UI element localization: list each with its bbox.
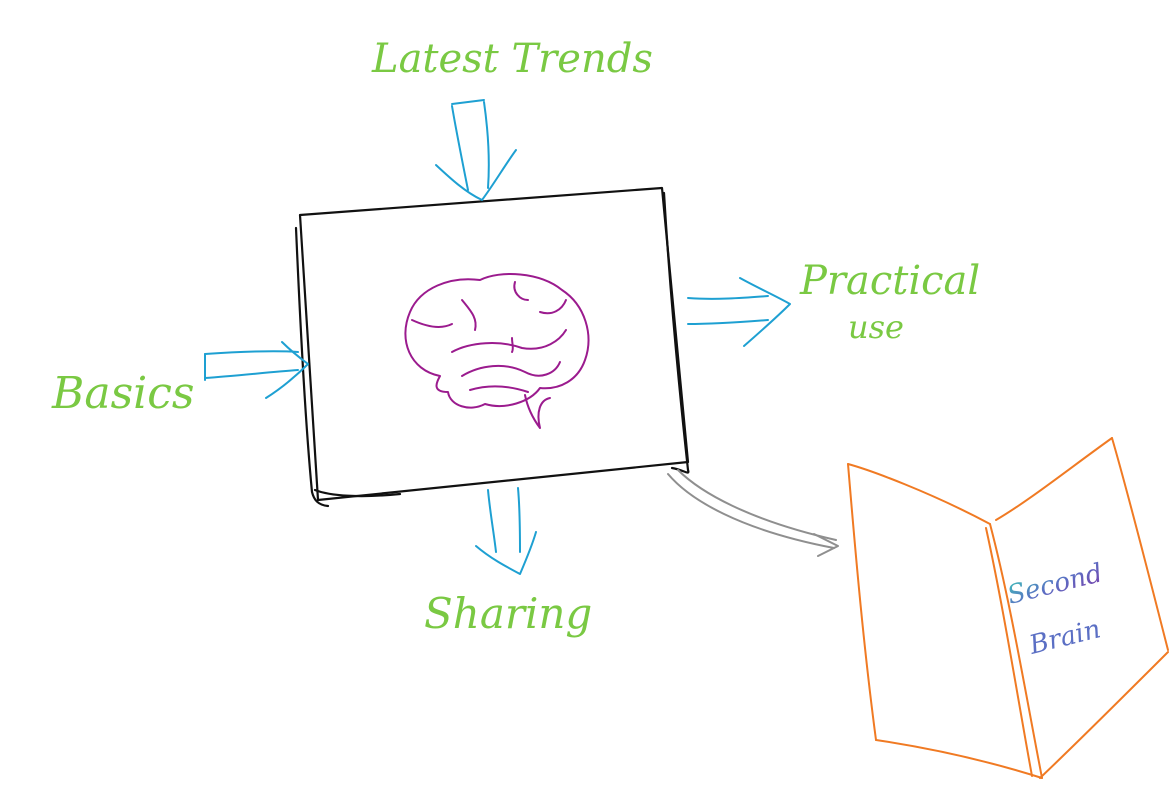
arrow-left bbox=[204, 341, 309, 399]
label-sharing: Sharing bbox=[424, 589, 592, 638]
label-second: Second bbox=[1004, 558, 1105, 611]
arrow-right bbox=[687, 277, 791, 347]
label-basics: Basics bbox=[51, 368, 194, 419]
label-practical: Practical bbox=[799, 258, 980, 304]
label-use: use bbox=[848, 308, 904, 346]
arrow-bottom bbox=[475, 487, 537, 575]
label-brain: Brain bbox=[1025, 614, 1103, 661]
label-latest-trends: Latest Trends bbox=[371, 36, 653, 82]
arrow-to-second-brain bbox=[667, 469, 839, 557]
open-book-icon bbox=[847, 437, 1169, 779]
brain-icon bbox=[404, 273, 590, 429]
central-box bbox=[294, 186, 690, 508]
arrow-top bbox=[435, 99, 517, 201]
